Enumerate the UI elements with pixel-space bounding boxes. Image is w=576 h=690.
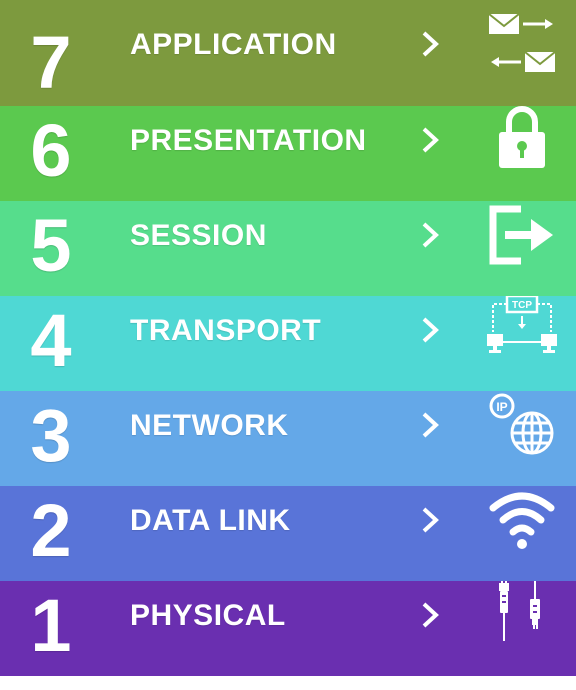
layer-physical: 1 PHYSICAL xyxy=(0,567,576,676)
layer-session: 5 SESSION xyxy=(0,187,576,296)
layer-number: 2 xyxy=(30,489,72,572)
layer-name: DATA LINK xyxy=(130,504,291,537)
tcp-label: TCP xyxy=(512,300,532,311)
layer-name: TRANSPORT xyxy=(130,314,322,347)
ip-label: IP xyxy=(496,400,507,414)
layer-number: 5 xyxy=(30,204,72,287)
chevron-right-icon xyxy=(420,506,440,534)
chevron-right-icon xyxy=(420,316,440,344)
layer-number: 3 xyxy=(30,394,72,477)
padlock-icon xyxy=(487,104,557,168)
chevron-right-icon xyxy=(420,126,440,154)
layer-name: SESSION xyxy=(130,219,267,252)
layer-number: 4 xyxy=(30,299,72,382)
layer-number: 1 xyxy=(30,584,72,667)
layer-presentation: 6 PRESENTATION xyxy=(0,92,576,201)
layer-application: 7 APPLICATION xyxy=(0,0,576,106)
layer-name: NETWORK xyxy=(130,409,289,442)
layer-name: PRESENTATION xyxy=(130,124,367,157)
layer-number: 6 xyxy=(30,109,72,192)
layer-data-link: 2 DATA LINK xyxy=(0,472,576,581)
layer-transport: 4 TRANSPORT TCP xyxy=(0,282,576,391)
tcp-network-icon: TCP xyxy=(487,296,557,360)
ip-globe-icon: IP xyxy=(487,391,557,455)
chevron-right-icon xyxy=(420,411,440,439)
cable-connectors-icon xyxy=(487,581,557,645)
chevron-right-icon xyxy=(420,30,440,58)
sign-out-icon xyxy=(487,203,557,267)
wifi-icon xyxy=(487,488,557,552)
chevron-right-icon xyxy=(420,221,440,249)
layer-name: PHYSICAL xyxy=(130,599,286,632)
envelope-exchange-icon xyxy=(487,12,557,76)
layer-number: 7 xyxy=(30,21,72,104)
chevron-right-icon xyxy=(420,601,440,629)
layer-network: 3 NETWORK IP xyxy=(0,377,576,486)
layer-name: APPLICATION xyxy=(130,28,337,61)
